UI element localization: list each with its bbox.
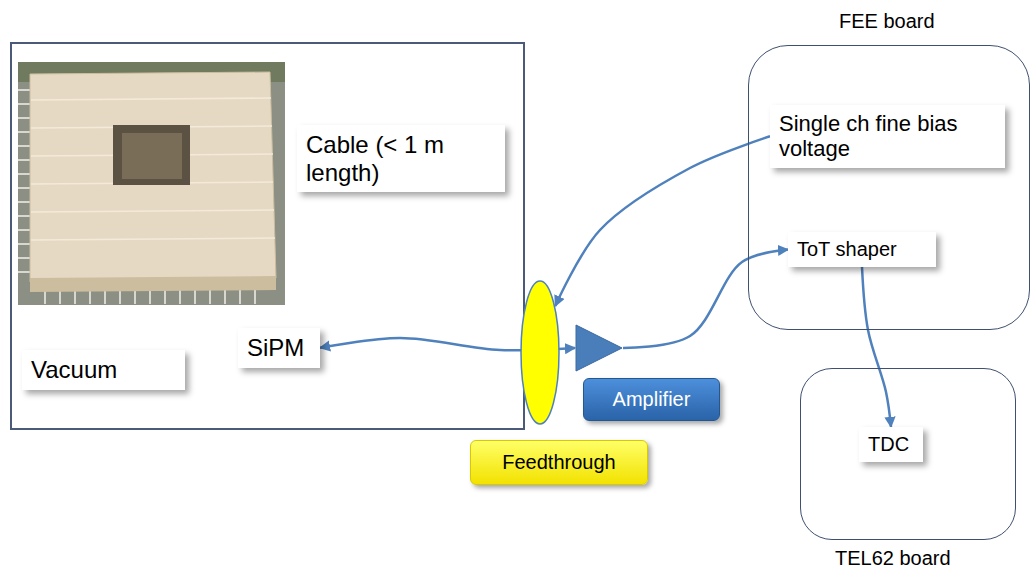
tel62-board: TEL62 boardTDC	[800, 368, 1016, 540]
signal-arrow	[862, 267, 891, 427]
detector-side	[30, 276, 276, 292]
text-box: Single ch fine bias voltage	[770, 105, 1005, 168]
fiber-stripes	[31, 98, 275, 240]
triangle-outline	[575, 324, 623, 372]
signal-arrow	[555, 136, 770, 306]
fee-board: FEE boardSingle ch fine bias voltageToT …	[748, 45, 1030, 330]
region-label: Vacuum	[22, 350, 185, 390]
box-text: SiPM	[247, 334, 311, 362]
board-label: FEE board	[839, 10, 935, 33]
box-text: TDC	[868, 433, 914, 456]
box-text: Single ch fine bias voltage	[779, 111, 996, 162]
text-box: Cable (< 1 m length)	[297, 125, 505, 192]
node-label: FEE board	[839, 10, 935, 33]
feedthrough-ellipse: Feedthrough	[520, 280, 560, 425]
node-label: Amplifier	[596, 388, 707, 411]
detector-face	[30, 72, 276, 282]
signal-arrow	[623, 250, 788, 349]
board-label: TEL62 board	[835, 547, 951, 570]
central-hole	[113, 125, 190, 185]
node-label: Feedthrough	[483, 451, 635, 474]
text-box: SiPM	[238, 328, 320, 368]
text-box: ToT shaper	[788, 232, 936, 267]
ellipse-outline	[520, 280, 560, 425]
box-text: Cable (< 1 m length)	[306, 131, 496, 186]
amplifier-label: Amplifier	[583, 378, 720, 421]
node-label: TEL62 board	[835, 547, 951, 570]
amplifier-symbol: Amplifier	[575, 324, 623, 372]
node-label: Vacuum	[31, 356, 176, 384]
vacuum-enclosure: Vacuum Cable (< 1 m length) SiPM	[10, 42, 525, 430]
feedthrough-label: Feedthrough	[470, 440, 648, 485]
box-text: ToT shaper	[797, 238, 927, 261]
text-box: TDC	[859, 427, 923, 462]
hole-inner	[122, 133, 182, 179]
photo-background	[18, 62, 285, 305]
